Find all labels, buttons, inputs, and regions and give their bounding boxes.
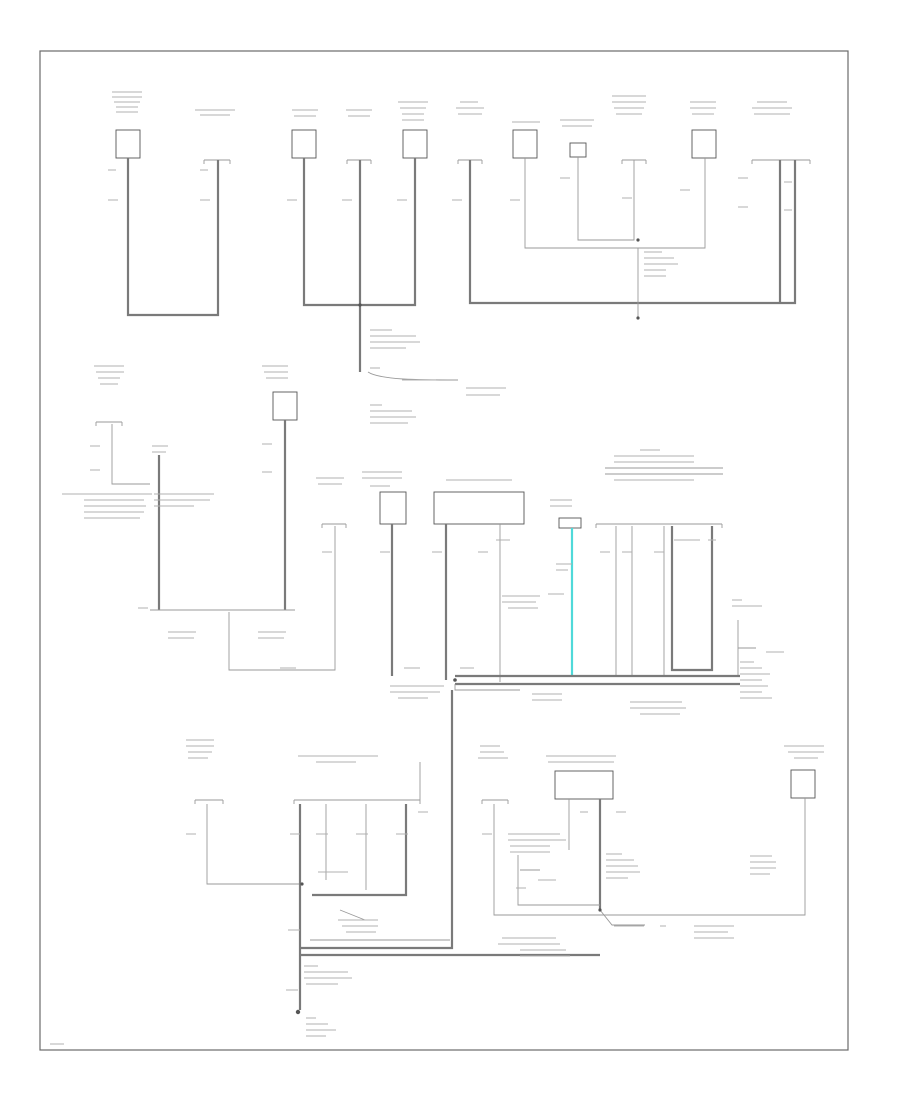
- connector: [321, 523, 347, 528]
- ground-wire: [339, 909, 366, 921]
- top-section: [108, 91, 811, 424]
- ground-wire: [111, 424, 150, 485]
- connector: [605, 467, 723, 475]
- component-box: [433, 491, 525, 525]
- component-box: [402, 129, 428, 159]
- connector: [293, 762, 421, 804]
- ground-wire: [367, 371, 459, 381]
- ground-junction: [598, 908, 602, 912]
- ground-wire: [577, 157, 635, 241]
- component-box: [569, 142, 587, 158]
- ground-junction: [636, 316, 640, 320]
- ground-wire: [670, 526, 714, 672]
- ground-bus: [300, 690, 454, 950]
- component-box: [291, 129, 317, 159]
- ground-wire: [206, 804, 300, 885]
- component-box: [691, 129, 717, 159]
- ground-junction: [636, 238, 640, 242]
- ground-wire: [126, 158, 220, 317]
- ground-wire: [517, 855, 600, 906]
- connector: [95, 421, 123, 426]
- connector: [595, 523, 723, 528]
- connector: [481, 799, 509, 804]
- diagram-frame: [39, 50, 849, 1051]
- component-box: [790, 769, 816, 799]
- component-box: [512, 129, 538, 159]
- connector: [194, 799, 224, 804]
- small-labels: [108, 91, 792, 424]
- bottom-section: [50, 690, 824, 1045]
- ground-junction: [358, 303, 362, 307]
- ground-wire: [599, 909, 645, 926]
- middle-section: [62, 365, 784, 715]
- ground-wire: [454, 684, 520, 691]
- ground-wire: [524, 158, 706, 249]
- component-box: [558, 517, 582, 529]
- small-labels: [50, 739, 824, 1045]
- small-labels: [62, 365, 784, 715]
- ground-wire: [228, 526, 336, 671]
- component-box: [379, 491, 407, 525]
- component-box: [272, 391, 298, 421]
- component-box: [554, 770, 614, 800]
- ground-junction: [300, 882, 304, 886]
- ground-wire: [493, 798, 806, 916]
- ground-junction: [453, 678, 457, 682]
- ground-wire: [468, 160, 797, 305]
- component-box: [115, 129, 141, 159]
- ground-junction: [295, 1009, 301, 1015]
